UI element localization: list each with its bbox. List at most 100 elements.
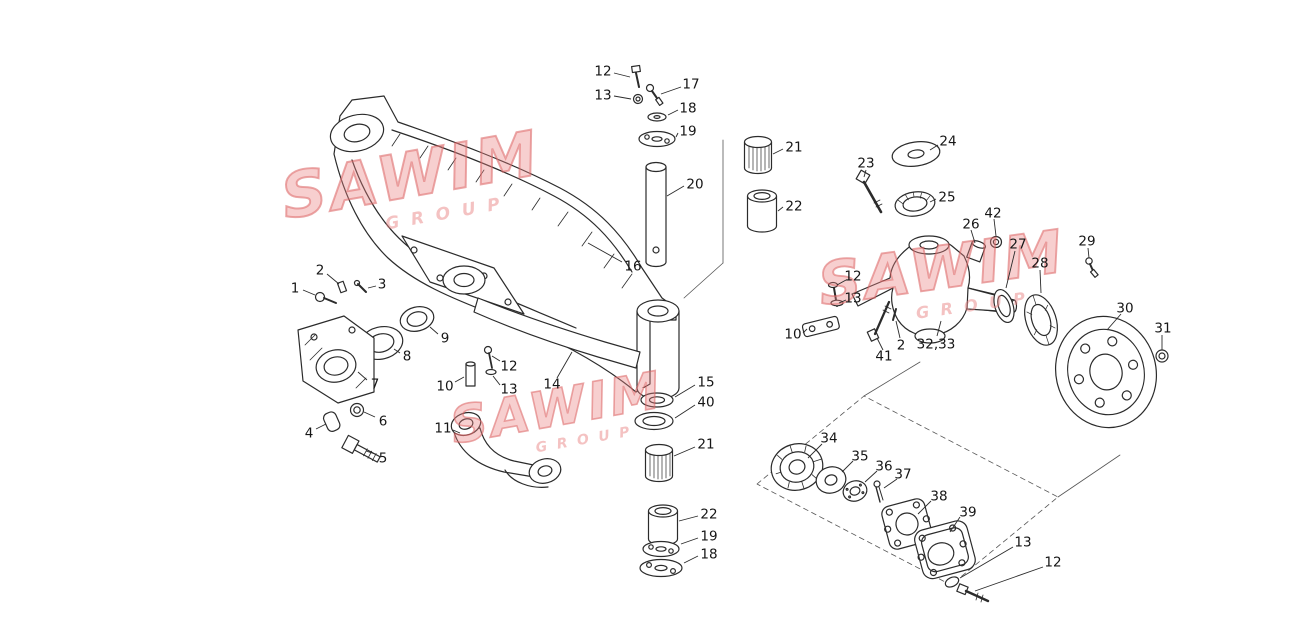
nut-13-top (632, 93, 644, 105)
disc-19-top (638, 130, 676, 148)
leader-line (673, 446, 696, 457)
leader-line (949, 516, 961, 533)
leader-line (367, 285, 377, 289)
callout-21: 21 (697, 437, 714, 453)
leader-line (970, 229, 976, 244)
leader-line (660, 86, 682, 95)
leader-line (936, 320, 942, 337)
leader-line (357, 371, 368, 381)
nut-42 (989, 235, 1003, 249)
callout-41: 41 (875, 349, 892, 365)
leader-line (772, 148, 784, 155)
leader-line (556, 351, 573, 379)
callout-23: 23 (857, 156, 874, 172)
leader-line (613, 72, 631, 78)
leader-line (678, 515, 699, 522)
callout-13: 13 (1014, 535, 1031, 551)
washer-15 (640, 392, 674, 408)
pin-3 (353, 279, 367, 293)
callout-16: 16 (624, 259, 641, 275)
callout-8: 8 (403, 349, 412, 365)
pin-4 (322, 411, 341, 432)
leader-line (315, 423, 327, 430)
construction-lines (683, 139, 1121, 586)
leader-line (393, 348, 401, 354)
bolt-5 (341, 434, 381, 463)
leader-line (302, 289, 316, 296)
callout-13: 13 (500, 382, 517, 398)
callout-29: 29 (1078, 234, 1095, 250)
callout-24: 24 (939, 134, 956, 150)
leader-line (429, 326, 439, 335)
washer-13-mid (485, 368, 497, 376)
bolt-1 (314, 291, 337, 304)
washer-13-right (830, 299, 844, 307)
disc-18-low (639, 558, 683, 578)
leader-line (675, 132, 679, 138)
leader-line (929, 144, 939, 151)
washer-35 (815, 466, 847, 494)
callout-19: 19 (700, 529, 717, 545)
callout-26: 26 (962, 217, 979, 233)
leader-line (876, 337, 884, 351)
bolt-12-top (631, 64, 641, 88)
callout-32,33: 32,33 (917, 337, 956, 353)
callout-5: 5 (379, 451, 388, 467)
leader-line (492, 375, 501, 386)
lock-plate-10-right (801, 315, 840, 338)
callout-12: 12 (1044, 555, 1061, 571)
callout-22: 22 (785, 199, 802, 215)
mid-parts (450, 345, 562, 488)
bushing-21-top (743, 135, 773, 175)
leader-line (326, 273, 340, 285)
leader-line (864, 470, 878, 483)
leader-line (454, 376, 465, 383)
callout-25: 25 (938, 190, 955, 206)
callout-4: 4 (305, 426, 314, 442)
bearing-28 (1024, 294, 1058, 346)
leader-line (883, 478, 898, 489)
callout-30: 30 (1116, 301, 1133, 317)
leader-line (807, 443, 823, 459)
callout-42: 42 (984, 206, 1001, 222)
kingpin-20 (645, 161, 667, 268)
washer-24 (891, 141, 941, 167)
leader-line (959, 546, 1014, 579)
seal-36 (842, 480, 868, 502)
callout-14: 14 (543, 377, 560, 393)
bushing-22-low (647, 504, 679, 546)
callout-10: 10 (784, 327, 801, 343)
hub-internals (770, 443, 990, 603)
callout-31: 31 (1154, 321, 1171, 337)
leader-line (363, 411, 376, 418)
left-parts (297, 279, 435, 463)
callout-40: 40 (697, 395, 714, 411)
callout-12: 12 (500, 359, 517, 375)
callout-1: 1 (291, 281, 300, 297)
bushing-21-low (644, 443, 674, 483)
knuckle-assembly (801, 141, 1099, 346)
bracket-7 (297, 315, 375, 404)
callout-12: 12 (844, 269, 861, 285)
bearing-nut-25 (894, 191, 936, 217)
leader-line (1039, 269, 1042, 294)
callout-37: 37 (894, 467, 911, 483)
tie-rod-arm (473, 297, 641, 369)
leader-line (929, 198, 937, 203)
seal-ring-27 (993, 288, 1015, 324)
leader-line (841, 460, 854, 473)
callout-34: 34 (820, 431, 837, 447)
bolt-12-mid (483, 345, 493, 369)
pin-10-mid (465, 361, 476, 387)
bolt-41 (866, 300, 892, 342)
leader-line (680, 537, 699, 545)
leader-line (993, 218, 997, 237)
callout-28: 28 (1031, 256, 1048, 272)
leader-line (895, 320, 901, 339)
washer-13-bottom (944, 576, 960, 588)
leader-line (974, 566, 1044, 592)
leader-line (1106, 313, 1122, 331)
